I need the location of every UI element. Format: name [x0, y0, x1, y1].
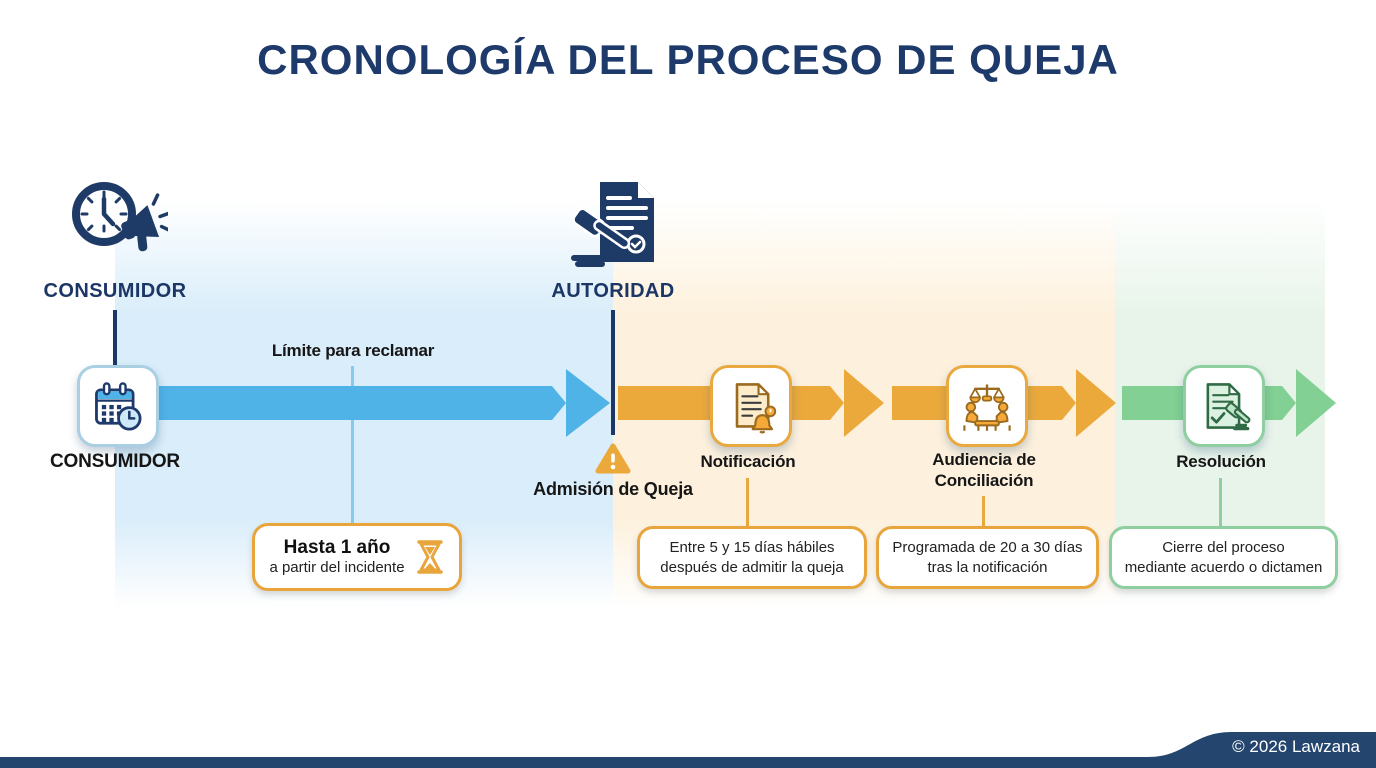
notification-callout-line1: Entre 5 y 15 días hábiles	[669, 538, 835, 556]
limit-connector-line	[351, 366, 354, 523]
hearing-callout: Programada de 20 a 30 días tras la notif…	[876, 526, 1099, 589]
resolution-milestone-box	[1183, 365, 1265, 447]
start-milestone-label: CONSUMIDOR	[50, 451, 180, 472]
resolution-callout-line2: mediante acuerdo o dictamen	[1124, 558, 1323, 576]
page-title: CRONOLOGÍA DEL PROCESO DE QUEJA	[257, 36, 1119, 83]
consumer-connector-line	[113, 310, 117, 367]
conciliation-table-icon	[963, 384, 1011, 431]
hearing-milestone-box	[946, 365, 1028, 447]
hearing-label-line1: Audiencia de	[932, 450, 1036, 469]
copyright-text: © 2026 Lawzana	[1232, 737, 1360, 756]
timeline-segment-blue	[140, 386, 566, 420]
resolution-callout-line1: Cierre del proceso	[1162, 538, 1285, 556]
authority-actor-label: AUTORIDAD	[551, 280, 675, 302]
gavel-document-icon	[570, 178, 662, 275]
timeline-arrowhead-orange-1	[844, 369, 884, 437]
timeline-arrowhead-green	[1296, 369, 1336, 437]
resolution-callout: Cierre del proceso mediante acuerdo o di…	[1109, 526, 1338, 589]
claim-limit-label: Límite para reclamar	[271, 341, 435, 360]
notification-callout: Entre 5 y 15 días hábiles después de adm…	[637, 526, 867, 589]
document-bell-icon	[735, 383, 777, 434]
notification-milestone-label: Notificación	[700, 452, 796, 471]
hearing-callout-line1: Programada de 20 a 30 días	[892, 538, 1083, 556]
deadline-callout: Hasta 1 año a partir del incidente	[252, 523, 462, 591]
authority-connector-line	[611, 310, 615, 435]
timeline-arrowhead-blue	[566, 369, 610, 437]
deadline-callout-title: Hasta 1 año	[283, 537, 391, 558]
document-gavel-icon	[1206, 383, 1251, 431]
admission-label: Admisión de Queja	[533, 479, 693, 499]
notification-milestone-box	[710, 365, 792, 447]
hearing-connector-line	[982, 496, 985, 526]
clock-megaphone-icon	[64, 178, 173, 275]
deadline-callout-subtitle: a partir del incidente	[269, 559, 405, 576]
warning-icon	[595, 442, 631, 480]
timeline-arrowhead-orange-2	[1076, 369, 1116, 437]
consumer-actor-label: CONSUMIDOR	[43, 280, 187, 302]
resolution-milestone-label: Resolución	[1176, 452, 1266, 471]
footer-ribbon	[0, 732, 1376, 768]
calendar-clock-icon	[95, 382, 142, 431]
resolution-connector-line	[1219, 478, 1222, 526]
notification-callout-line2: después de admitir la queja	[660, 558, 844, 576]
hearing-callout-line2: tras la notificación	[927, 558, 1048, 576]
hourglass-icon	[416, 540, 443, 574]
hearing-milestone-label: Audiencia de Conciliación	[894, 449, 1074, 491]
start-milestone-box	[77, 365, 159, 447]
hearing-label-line2: Conciliación	[934, 471, 1034, 490]
notification-connector-line	[746, 478, 749, 526]
